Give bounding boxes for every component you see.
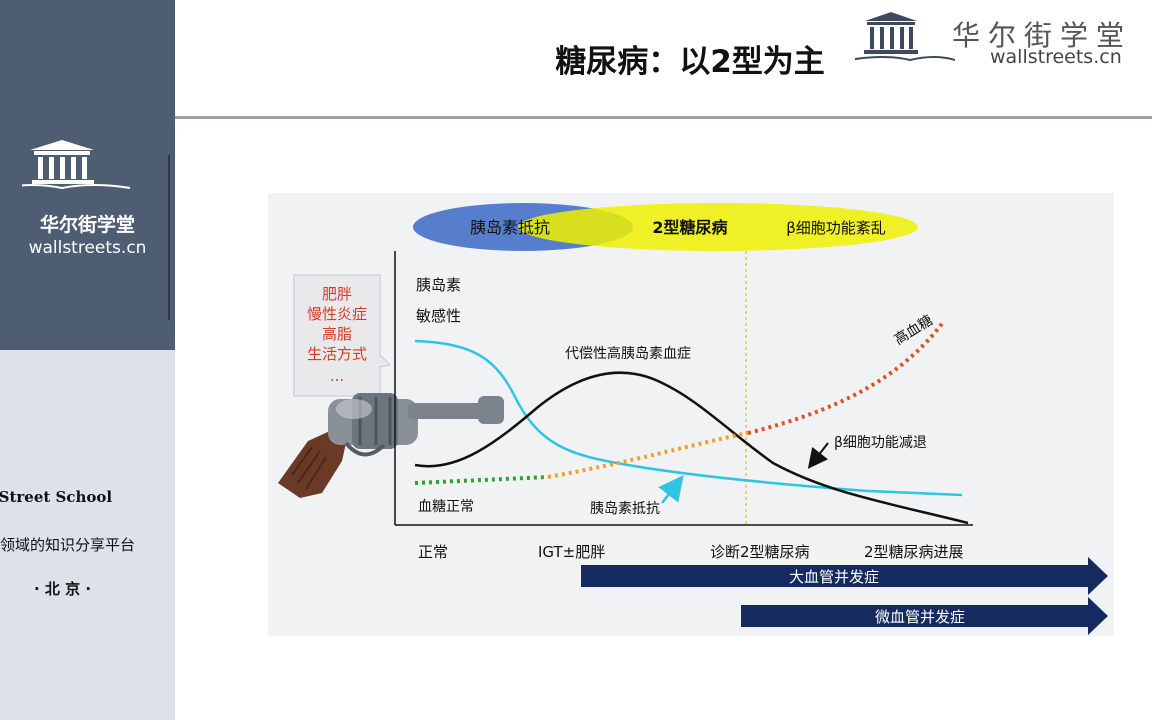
ellipse-label-type2-diabetes: 2型糖尿病 bbox=[652, 218, 727, 237]
stage-label-normal: 正常 bbox=[418, 543, 448, 561]
sidebar-city: · 北 京 · bbox=[33, 580, 92, 598]
stage-label-diagnosis: 诊断2型糖尿病 bbox=[710, 543, 810, 561]
insulin-resistance-arrow bbox=[658, 475, 684, 504]
stage-label-igt: IGT±肥胖 bbox=[538, 543, 605, 561]
sidebar-brand-url: wallstreets.cn bbox=[28, 238, 147, 258]
beta-decline-arrow bbox=[807, 442, 829, 469]
label-hyperinsulinemia: 代偿性高胰岛素血症 bbox=[565, 345, 691, 362]
label-beta-decline: β细胞功能减退 bbox=[834, 435, 927, 451]
y-axis-label-line1: 胰岛素 bbox=[416, 276, 461, 294]
y-axis-label-line2: 敏感性 bbox=[416, 307, 461, 325]
sidebar: 华尔街学堂 wallstreets.cn ll Street School 领域… bbox=[0, 0, 175, 720]
risk-factor: ... bbox=[330, 367, 344, 385]
header-brand-cn: 华尔街学堂 bbox=[952, 19, 1133, 52]
glucose-normal-curve bbox=[414, 475, 549, 485]
header-brand-url: wallstreets.cn bbox=[990, 46, 1122, 68]
sidebar-tagline: 领域的知识分享平台 bbox=[0, 536, 136, 554]
sidebar-bottom-panel bbox=[0, 350, 175, 720]
macrovascular-label: 大血管并发症 bbox=[789, 568, 879, 586]
school-building-icon bbox=[855, 12, 955, 62]
hyperinsulinemia-curve bbox=[414, 371, 969, 525]
sidebar-divider bbox=[168, 155, 170, 320]
ellipse-label-beta-dysfunction: β细胞功能紊乱 bbox=[786, 219, 886, 237]
microvascular-label: 微血管并发症 bbox=[875, 608, 965, 626]
risk-factors-callout bbox=[293, 274, 392, 397]
beta-dysfunction-ellipse bbox=[518, 203, 918, 251]
risk-factor: 高脂 bbox=[322, 325, 352, 343]
insulin-sensitivity-curve bbox=[414, 339, 963, 497]
revolver-icon bbox=[278, 393, 504, 498]
sidebar-brand-cn: 华尔街学堂 bbox=[39, 214, 135, 236]
risk-factor: 慢性炎症 bbox=[307, 305, 367, 323]
risk-factor: 生活方式 bbox=[307, 345, 367, 363]
diabetes-progression-diagram: 胰岛素抵抗 2型糖尿病 β细胞功能紊乱 肥胖 慢性炎症 高脂 生活方式 ... … bbox=[278, 203, 1108, 635]
risk-factor: 肥胖 bbox=[322, 285, 352, 303]
ellipse-label-insulin-resistance: 胰岛素抵抗 bbox=[470, 218, 550, 237]
glucose-transition-curve bbox=[547, 431, 749, 479]
microvascular-arrow bbox=[741, 597, 1108, 635]
macrovascular-arrow bbox=[581, 557, 1108, 595]
page-title: 糖尿病：以2型为主 bbox=[555, 44, 825, 80]
stage-label-progression: 2型糖尿病进展 bbox=[864, 543, 964, 561]
label-normal-glucose: 血糖正常 bbox=[418, 499, 474, 515]
diagram-panel: 胰岛素抵抗 2型糖尿病 β细胞功能紊乱 肥胖 慢性炎症 高脂 生活方式 ... … bbox=[268, 193, 1114, 636]
sidebar-top-panel bbox=[0, 0, 175, 350]
school-building-icon bbox=[22, 140, 131, 190]
sidebar-school-en: ll Street School bbox=[0, 488, 113, 506]
glucose-high-curve bbox=[747, 319, 946, 435]
label-hyperglycemia: 高血糖 bbox=[891, 312, 936, 349]
label-insulin-resistance: 胰岛素抵抗 bbox=[590, 501, 660, 517]
header-divider bbox=[175, 116, 1152, 119]
